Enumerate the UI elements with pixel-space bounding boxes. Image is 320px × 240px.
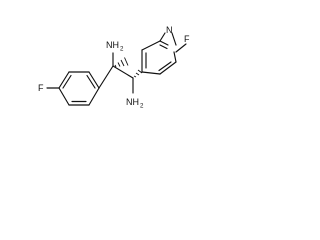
fluorine-right-label: F bbox=[184, 34, 190, 44]
structure-canvas: F NH 2 NH 2 N F bbox=[0, 0, 225, 135]
ring-bond bbox=[159, 40, 169, 46]
ring-double-bond bbox=[86, 74, 96, 89]
amine-bottom-label: NH bbox=[126, 97, 139, 107]
c1-c2-bond bbox=[112, 65, 134, 79]
ring-double-bond bbox=[159, 44, 168, 50]
ring-double-bond bbox=[158, 61, 172, 72]
fluorophenyl-ring bbox=[46, 71, 100, 106]
pyridine-nitrogen-label: N bbox=[166, 25, 173, 35]
ring-bond bbox=[141, 71, 161, 75]
c-f-bond-right bbox=[175, 43, 187, 53]
ring-bond bbox=[58, 71, 70, 89]
ring-bond bbox=[159, 61, 177, 75]
ring-bond-from-n bbox=[171, 32, 177, 46]
ring-bond bbox=[88, 71, 100, 89]
chemical-structure: F NH 2 NH 2 N F bbox=[38, 25, 190, 110]
ring-bond bbox=[58, 87, 70, 106]
fluoropyridine-ring bbox=[141, 40, 187, 75]
amine-bottom-subscript: 2 bbox=[140, 103, 144, 110]
ring-double-bond bbox=[62, 74, 72, 89]
backbone bbox=[98, 52, 143, 94]
hashed-stereo-bond-2 bbox=[133, 69, 143, 78]
hashed-stereo-bond bbox=[114, 57, 129, 68]
c1-aryl-bond bbox=[98, 65, 114, 89]
fluorine-left-label: F bbox=[38, 83, 44, 93]
amine-top-label: NH bbox=[106, 40, 119, 50]
amine-top-subscript: 2 bbox=[120, 46, 124, 53]
ring-bond bbox=[88, 87, 100, 106]
ring-bond bbox=[141, 40, 161, 51]
ring-bond-to-n bbox=[159, 32, 166, 42]
ring-bond bbox=[173, 51, 177, 63]
